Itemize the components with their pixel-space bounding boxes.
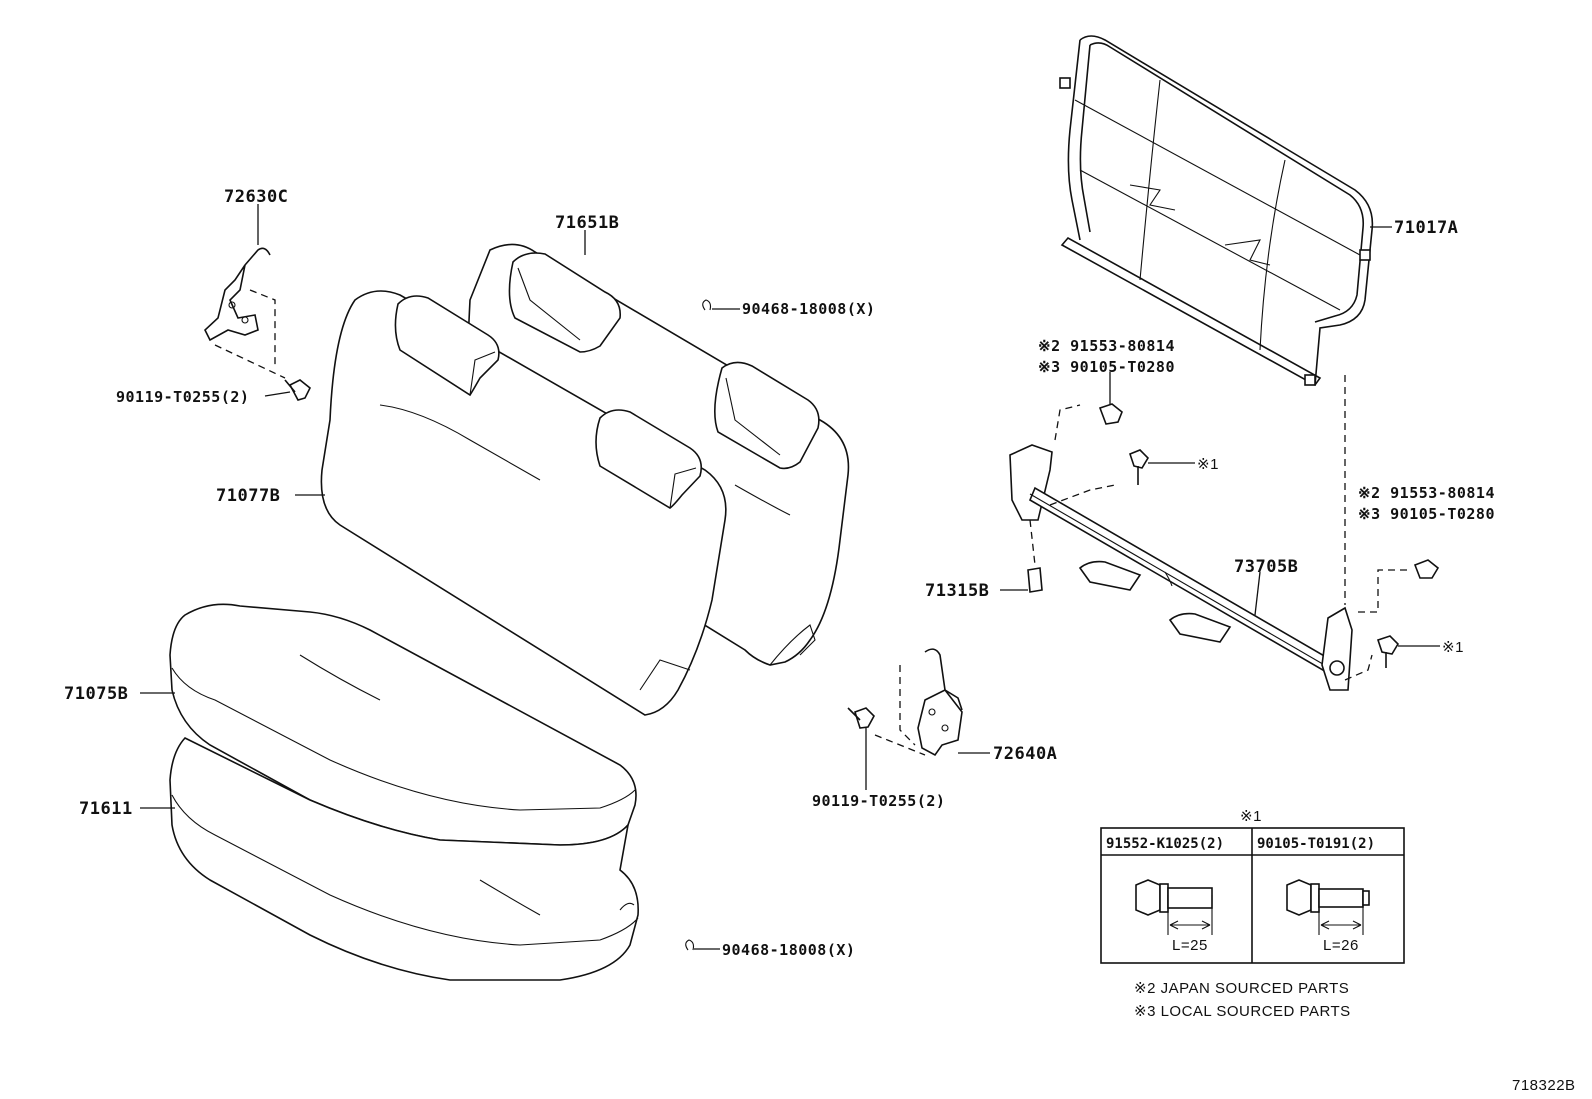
table-col2-dim: L=26 — [1323, 937, 1359, 954]
bolt-91553-a — [1098, 403, 1123, 425]
bolt-90119-left — [284, 379, 312, 401]
label-71017A: 71017A — [1394, 218, 1458, 238]
label-71611: 71611 — [79, 799, 133, 819]
label-ref1-a: ※1 — [1197, 456, 1219, 473]
table-marker: ※1 — [1240, 808, 1262, 825]
seatback-frame — [1059, 35, 1374, 387]
bolt-ref1-a — [1129, 449, 1150, 485]
label-91553-a: ※2 91553-80814 — [1038, 337, 1175, 355]
clip-90468-top — [702, 299, 712, 311]
figure-id: 718322B — [1512, 1077, 1576, 1094]
leader-90119-left — [264, 391, 291, 397]
label-90468-bottom: 90468-18008(X) — [722, 941, 855, 959]
label-ref1-b: ※1 — [1442, 639, 1464, 656]
note-local-sourced: ※3 LOCAL SOURCED PARTS — [1134, 1003, 1351, 1020]
table-col1-header: 91552-K1025(2) — [1106, 836, 1224, 852]
label-91553-b: ※2 91553-80814 — [1358, 484, 1495, 502]
bolt-91552-drawing — [1135, 879, 1213, 935]
seatback-assembly-front — [320, 290, 727, 716]
bolt-90105-drawing — [1286, 879, 1370, 935]
table-col2-header: 90105-T0191(2) — [1257, 836, 1375, 852]
label-71075B: 71075B — [64, 684, 128, 704]
note-japan-sourced: ※2 JAPAN SOURCED PARTS — [1134, 980, 1349, 997]
label-72640A: 72640A — [993, 744, 1057, 764]
bolt-90119-right — [847, 707, 875, 729]
label-71315B: 71315B — [925, 581, 989, 601]
hinge-bracket-right — [874, 648, 963, 757]
label-71651B: 71651B — [555, 213, 619, 233]
seat-cushion — [169, 603, 637, 846]
label-73705B: 73705B — [1234, 557, 1298, 577]
seat-cushion-pad — [169, 737, 639, 981]
label-90119-right: 90119-T0255(2) — [812, 792, 945, 810]
label-90468-top: 90468-18008(X) — [742, 300, 875, 318]
label-90119-left: 90119-T0255(2) — [116, 388, 249, 406]
clip-90468-bottom — [685, 939, 695, 951]
label-71077B: 71077B — [216, 486, 280, 506]
reference-table: ※1 91552-K1025(2) 90105-T0191(2) L=25 L=… — [1100, 808, 1405, 964]
label-72630C: 72630C — [224, 187, 288, 207]
hinge-bracket-left — [204, 247, 286, 379]
bolt-ref1-b — [1376, 635, 1400, 668]
table-col1-dim: L=25 — [1172, 937, 1208, 954]
label-90105-a: ※3 90105-T0280 — [1038, 358, 1175, 376]
bolt-91553-b — [1413, 559, 1440, 579]
leader-73705B — [1254, 571, 1261, 616]
rod-assembly — [1009, 375, 1410, 691]
label-90105-b: ※3 90105-T0280 — [1358, 505, 1495, 523]
